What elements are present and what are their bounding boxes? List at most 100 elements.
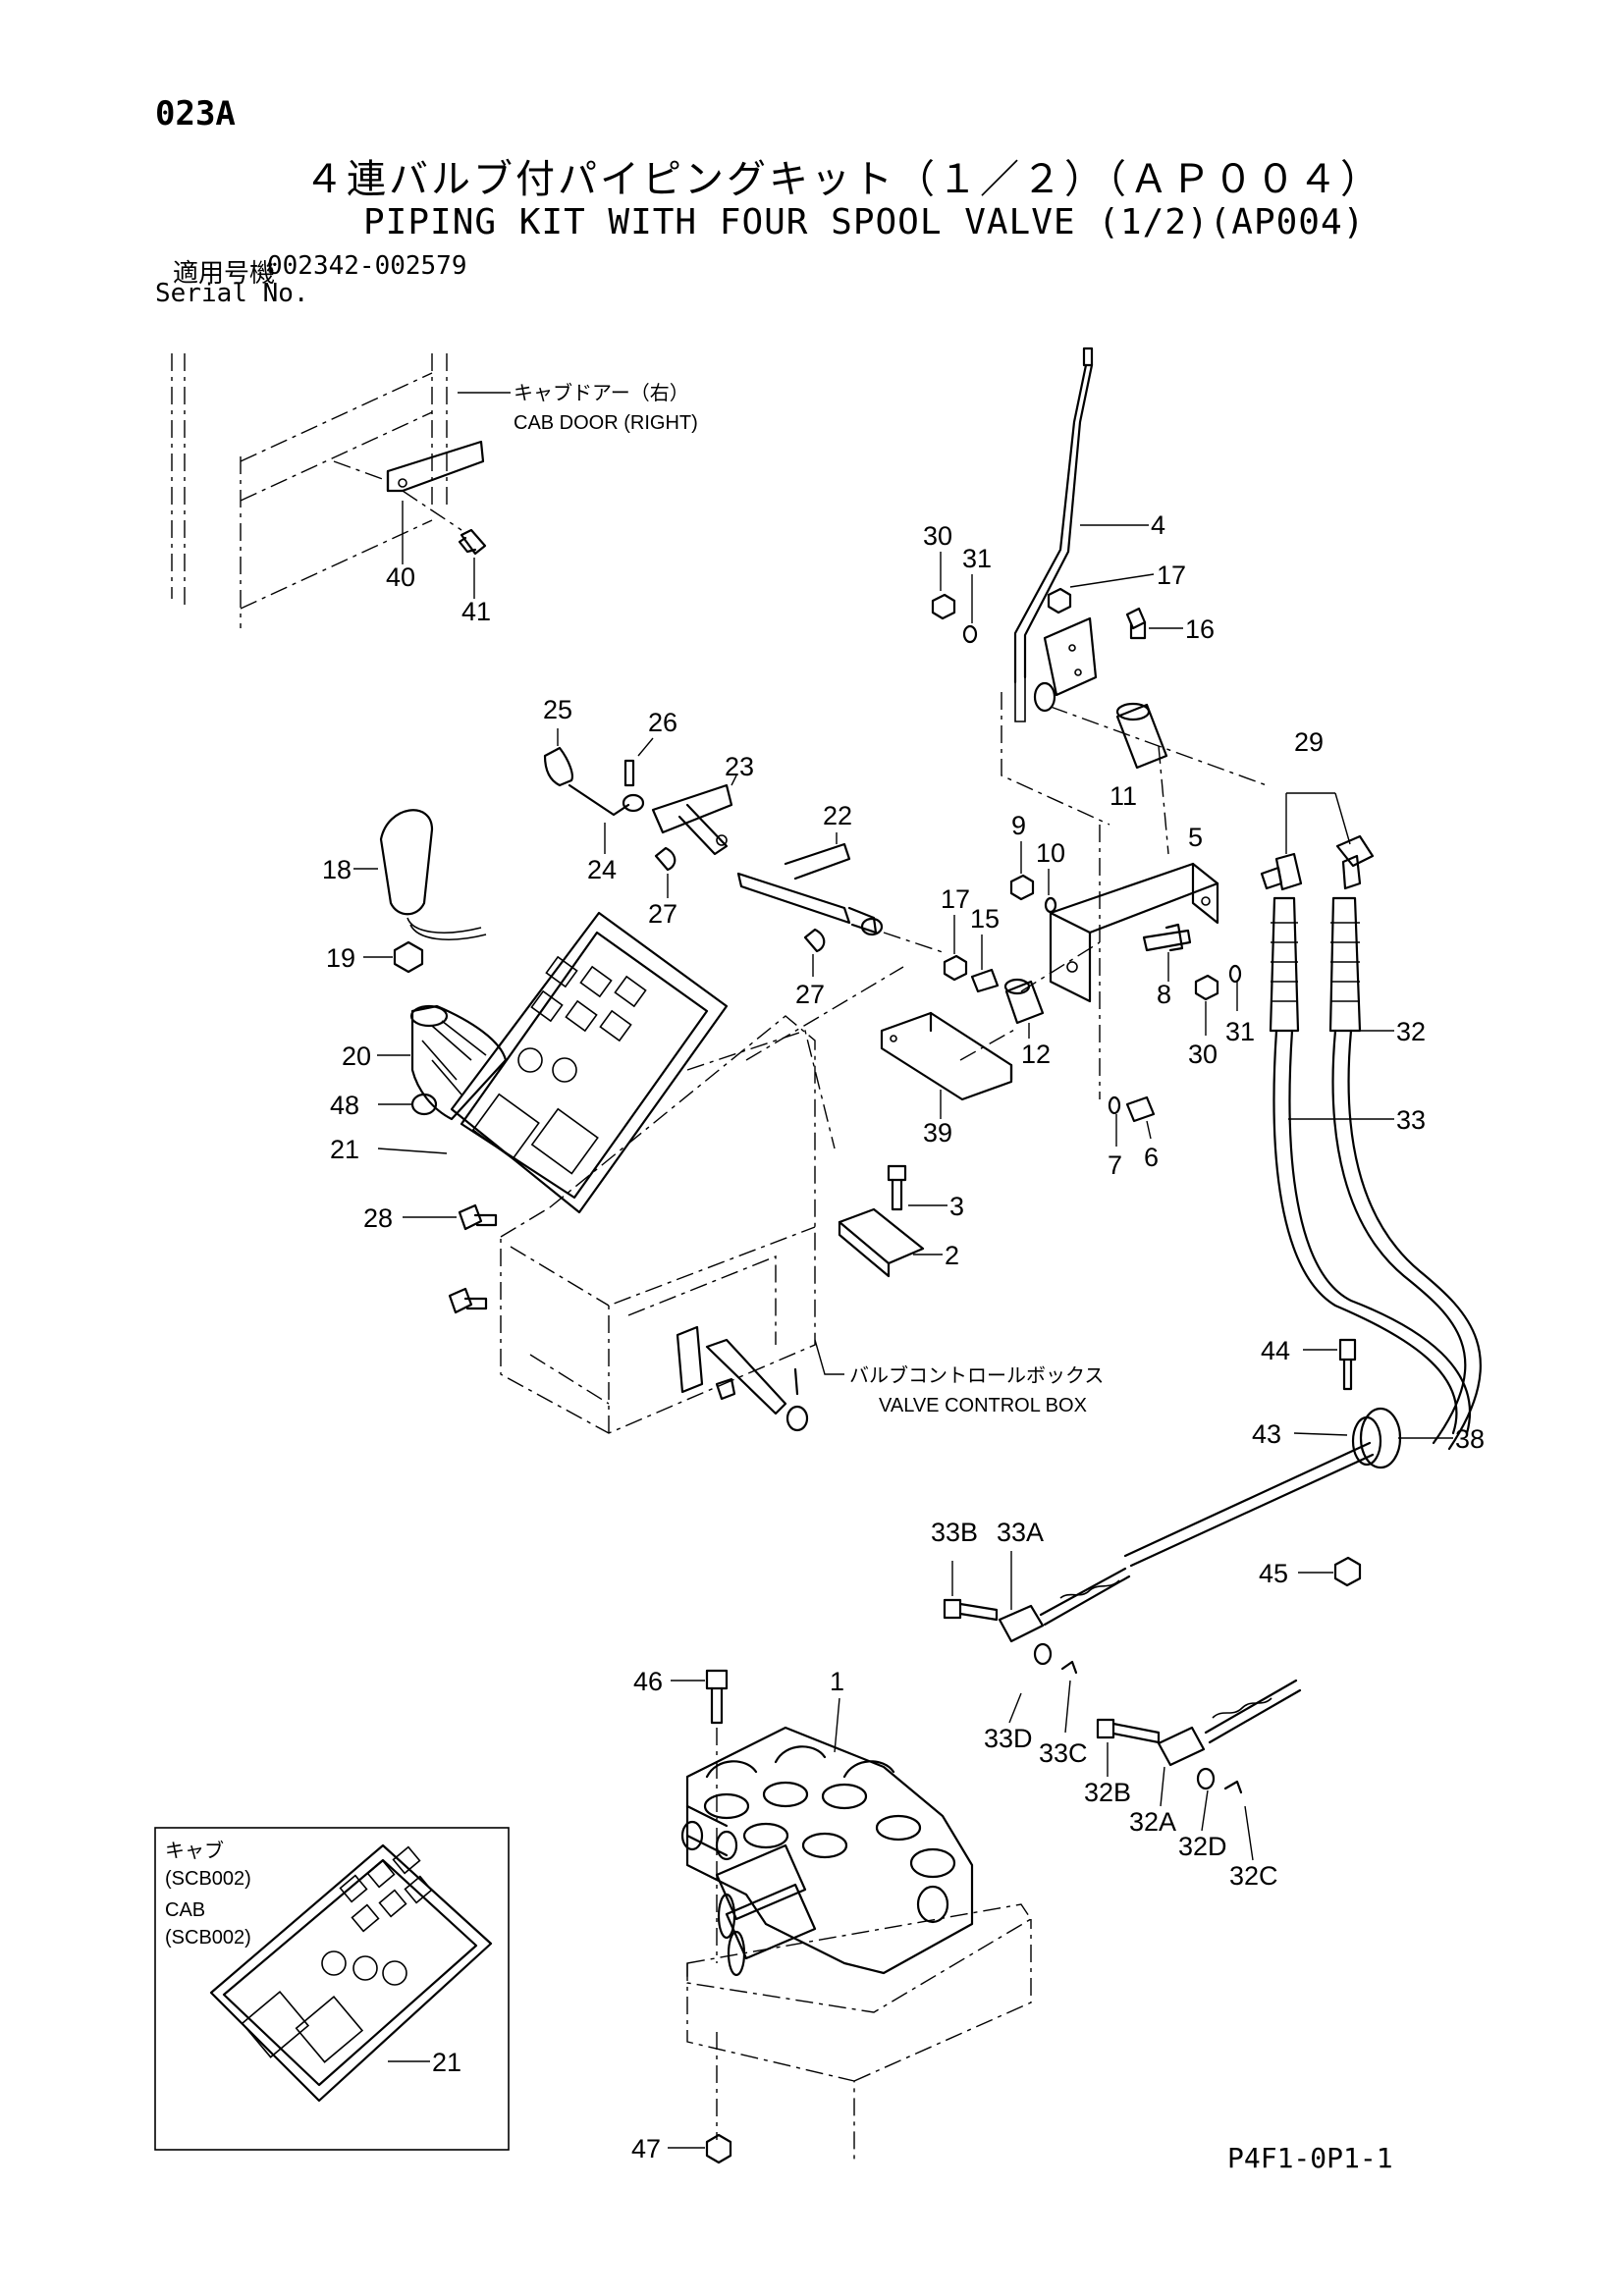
part-3-bolt xyxy=(887,1164,907,1211)
cable-32-clevis xyxy=(1157,1726,1206,1767)
cab-door-label-en: CAB DOOR (RIGHT) xyxy=(514,412,698,434)
part-label-33A: 33A xyxy=(997,1518,1044,1547)
part-28-bolt xyxy=(458,1203,498,1231)
part-24-rod xyxy=(568,783,645,817)
part-label-17-top: 17 xyxy=(1157,561,1186,590)
door-bolt xyxy=(458,528,487,556)
part-32D-washer xyxy=(1196,1767,1216,1790)
part-label-43: 43 xyxy=(1252,1419,1281,1449)
part-20-boot xyxy=(409,1004,508,1121)
part-27-clip-lower xyxy=(803,928,826,953)
part-23-clevis xyxy=(651,783,733,856)
elbow-fitting-left xyxy=(1260,852,1303,891)
part-label-38: 38 xyxy=(1455,1424,1485,1454)
door-bracket xyxy=(333,440,485,531)
part-label-32A: 32A xyxy=(1129,1807,1176,1837)
part-label-16: 16 xyxy=(1185,614,1215,644)
inset-cab-panel xyxy=(154,1827,510,2151)
part-8-bolt xyxy=(1142,923,1192,952)
page-title-japanese: ４連バルブ付パイピングキット（１／２）（ＡＰ００４） xyxy=(304,157,1382,202)
part-label-23: 23 xyxy=(725,752,754,781)
part-label-40: 40 xyxy=(386,562,415,592)
part-17-nut-mid xyxy=(943,954,968,982)
switch-panel xyxy=(450,911,729,1214)
part-label-32: 32 xyxy=(1396,1017,1426,1046)
cable-33-rod xyxy=(1039,1441,1375,1627)
part-44-bolt xyxy=(1338,1338,1357,1391)
part-17-nut-top xyxy=(1047,587,1072,614)
valve-control-box xyxy=(500,1015,836,1434)
part-label-29: 29 xyxy=(1294,727,1324,757)
part-39-bracket xyxy=(880,1011,1013,1101)
part-19-nut xyxy=(393,940,424,974)
part-10-washer xyxy=(1044,896,1057,914)
part-label-17-mid: 17 xyxy=(941,884,970,914)
part-label-39: 39 xyxy=(923,1118,952,1148)
part-label-28: 28 xyxy=(363,1203,393,1233)
part-11-bushing xyxy=(1115,702,1168,770)
part-label-33D: 33D xyxy=(984,1724,1033,1753)
cab-door-frame xyxy=(171,353,511,628)
valve-base-plate xyxy=(686,1903,1032,2160)
part-label-19: 19 xyxy=(326,943,355,973)
part-label-31-lower: 31 xyxy=(1225,1017,1255,1046)
part-label-1: 1 xyxy=(830,1667,844,1696)
inset-label-code-2: (SCB002) xyxy=(165,1927,251,1949)
part-label-48: 48 xyxy=(330,1091,359,1120)
elbow-fitting-right xyxy=(1335,834,1375,890)
part-31-washer-lower xyxy=(1228,964,1242,984)
part-18-grip xyxy=(379,809,487,940)
serial-label-japanese: 適用号機 xyxy=(173,259,276,289)
part-33C-clip xyxy=(1060,1660,1078,1675)
part-label-2: 2 xyxy=(945,1241,959,1270)
part-label-33: 33 xyxy=(1396,1105,1426,1135)
part-label-45: 45 xyxy=(1259,1559,1288,1588)
part-12-bushing xyxy=(1003,978,1045,1025)
part-label-5: 5 xyxy=(1188,823,1203,852)
part-label-22: 22 xyxy=(823,801,852,830)
part-label-32D: 32D xyxy=(1178,1832,1227,1861)
part-label-27-upper: 27 xyxy=(648,899,677,929)
part-label-31-top: 31 xyxy=(962,544,992,573)
part-15-bolt xyxy=(970,968,1000,993)
inset-label-cab-en: CAB xyxy=(165,1899,205,1921)
part-label-47: 47 xyxy=(631,2134,661,2163)
part-16-bolt xyxy=(1125,607,1147,640)
inset-part-label-21: 21 xyxy=(432,2048,461,2077)
part-27-clip-upper xyxy=(654,846,677,872)
box-linkage xyxy=(676,1325,809,1432)
part-47-nut xyxy=(705,2133,732,2164)
part-5-bracket xyxy=(1049,862,1219,1003)
part-label-8: 8 xyxy=(1157,980,1171,1009)
part-26-pin xyxy=(623,759,635,787)
part-label-9: 9 xyxy=(1011,811,1026,840)
part-label-26: 26 xyxy=(648,708,677,737)
part-7-washer xyxy=(1108,1095,1121,1115)
part-30-nut-lower xyxy=(1194,974,1219,1001)
part-label-24: 24 xyxy=(587,855,617,884)
box-bolt-lower xyxy=(448,1287,488,1314)
part-label-44: 44 xyxy=(1261,1336,1290,1365)
part-label-46: 46 xyxy=(633,1667,663,1696)
part-46-bolt xyxy=(705,1669,729,1725)
part-label-32B: 32B xyxy=(1084,1778,1131,1807)
inset-label-cab-jp: キャブ xyxy=(165,1839,224,1862)
part-label-32C: 32C xyxy=(1229,1861,1278,1891)
part-label-11: 11 xyxy=(1110,781,1137,811)
part-33B-pin xyxy=(943,1598,999,1622)
serial-range: 002342-002579 xyxy=(267,251,467,281)
part-label-20: 20 xyxy=(342,1041,371,1071)
part-label-33B: 33B xyxy=(931,1518,978,1547)
part-label-3: 3 xyxy=(949,1192,964,1221)
part-22-shaft xyxy=(736,842,884,936)
part-label-10: 10 xyxy=(1036,838,1065,868)
valve-box-label-en: VALVE CONTROL BOX xyxy=(879,1395,1087,1416)
part-label-41: 41 xyxy=(461,597,491,626)
part-label-21: 21 xyxy=(330,1135,359,1164)
cable-33-clevis xyxy=(998,1604,1045,1643)
control-lever xyxy=(1013,347,1094,722)
part-25-rod-end xyxy=(543,746,573,787)
page-code: 023A xyxy=(155,94,236,133)
part-label-33C: 33C xyxy=(1039,1738,1088,1768)
part-33D-washer xyxy=(1033,1642,1053,1666)
